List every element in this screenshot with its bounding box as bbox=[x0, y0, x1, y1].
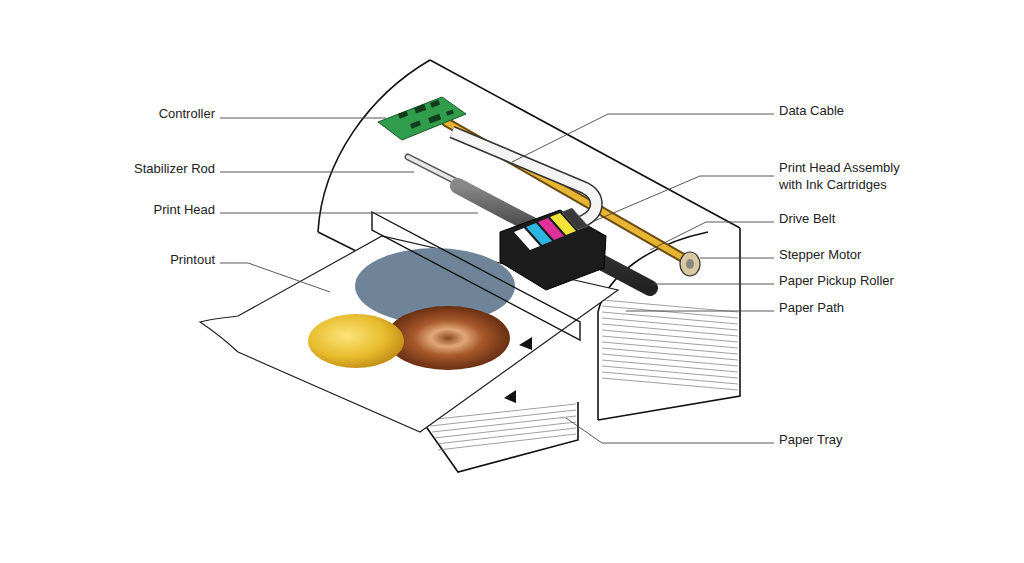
part-label: Printout bbox=[170, 251, 215, 268]
leader-line bbox=[566, 418, 774, 443]
leader-line bbox=[626, 311, 774, 312]
leader-line bbox=[700, 258, 774, 259]
leader-line bbox=[220, 172, 414, 173]
part-label: Paper Tray bbox=[779, 431, 843, 448]
part-label: Paper Pickup Roller bbox=[779, 272, 894, 289]
paper-sheets bbox=[602, 300, 738, 390]
part-label: Data Cable bbox=[779, 102, 844, 119]
brown-ellipse bbox=[386, 306, 510, 370]
leader-line bbox=[650, 222, 774, 250]
part-label: Drive Belt bbox=[779, 210, 835, 227]
part-label: Controller bbox=[159, 105, 215, 122]
part-label: Paper Path bbox=[779, 299, 844, 316]
controller-chips bbox=[398, 100, 454, 129]
direction-arrow bbox=[519, 337, 532, 350]
leader-line bbox=[512, 114, 774, 162]
leader-line bbox=[220, 118, 386, 119]
yellow-ellipse bbox=[308, 314, 404, 368]
leader-lines bbox=[220, 114, 774, 443]
part-label: Print Head Assembly with Ink Cartridges bbox=[779, 159, 919, 193]
print-head-assembly bbox=[500, 208, 606, 290]
stepper-motor bbox=[680, 252, 700, 276]
motor-shaft bbox=[686, 259, 694, 269]
leader-line bbox=[652, 284, 774, 285]
data-cable bbox=[452, 132, 596, 232]
housing-right-edge bbox=[598, 228, 740, 420]
leader-line bbox=[220, 213, 478, 214]
leader-line bbox=[592, 176, 774, 222]
leader-line bbox=[220, 263, 330, 292]
direction-arrow bbox=[504, 390, 516, 403]
part-label: Stepper Motor bbox=[779, 246, 861, 263]
part-label: Stabilizer Rod bbox=[134, 160, 215, 177]
housing-left-curve bbox=[318, 60, 430, 232]
ink-cartridge bbox=[562, 208, 588, 230]
print-head-body bbox=[500, 210, 606, 290]
data-cable-edge bbox=[452, 132, 596, 232]
part-label: Print Head bbox=[154, 201, 215, 218]
